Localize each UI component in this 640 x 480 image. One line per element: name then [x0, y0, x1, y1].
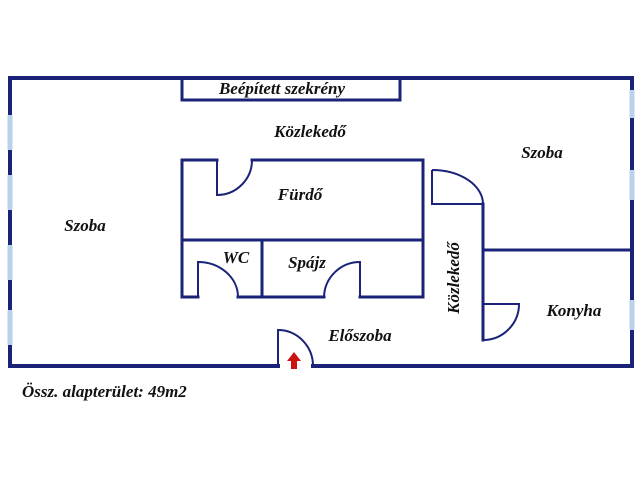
- built-in-wardrobe: [180, 76, 402, 102]
- label-hall: Előszoba: [327, 326, 392, 345]
- entrance-arrow-icon: [287, 352, 301, 369]
- right-partitions: [481, 202, 634, 342]
- core-block-walls: [180, 158, 425, 299]
- total-area-label: Össz. alapterület: 49m2: [22, 382, 187, 401]
- label-bathroom: Fürdő: [277, 185, 324, 204]
- label-corridor-top: Közlekedő: [273, 122, 347, 141]
- label-pantry: Spájz: [288, 253, 326, 272]
- label-room-right: Szoba: [521, 143, 563, 162]
- label-wc: WC: [223, 248, 250, 267]
- windows: [7, 90, 635, 345]
- label-room-left: Szoba: [64, 216, 106, 235]
- label-kitchen: Konyha: [546, 301, 602, 320]
- doors: [197, 159, 521, 367]
- label-corridor-vertical: Közlekedő: [444, 241, 463, 315]
- label-built-in-wardrobe: Beépített szekrény: [218, 79, 346, 98]
